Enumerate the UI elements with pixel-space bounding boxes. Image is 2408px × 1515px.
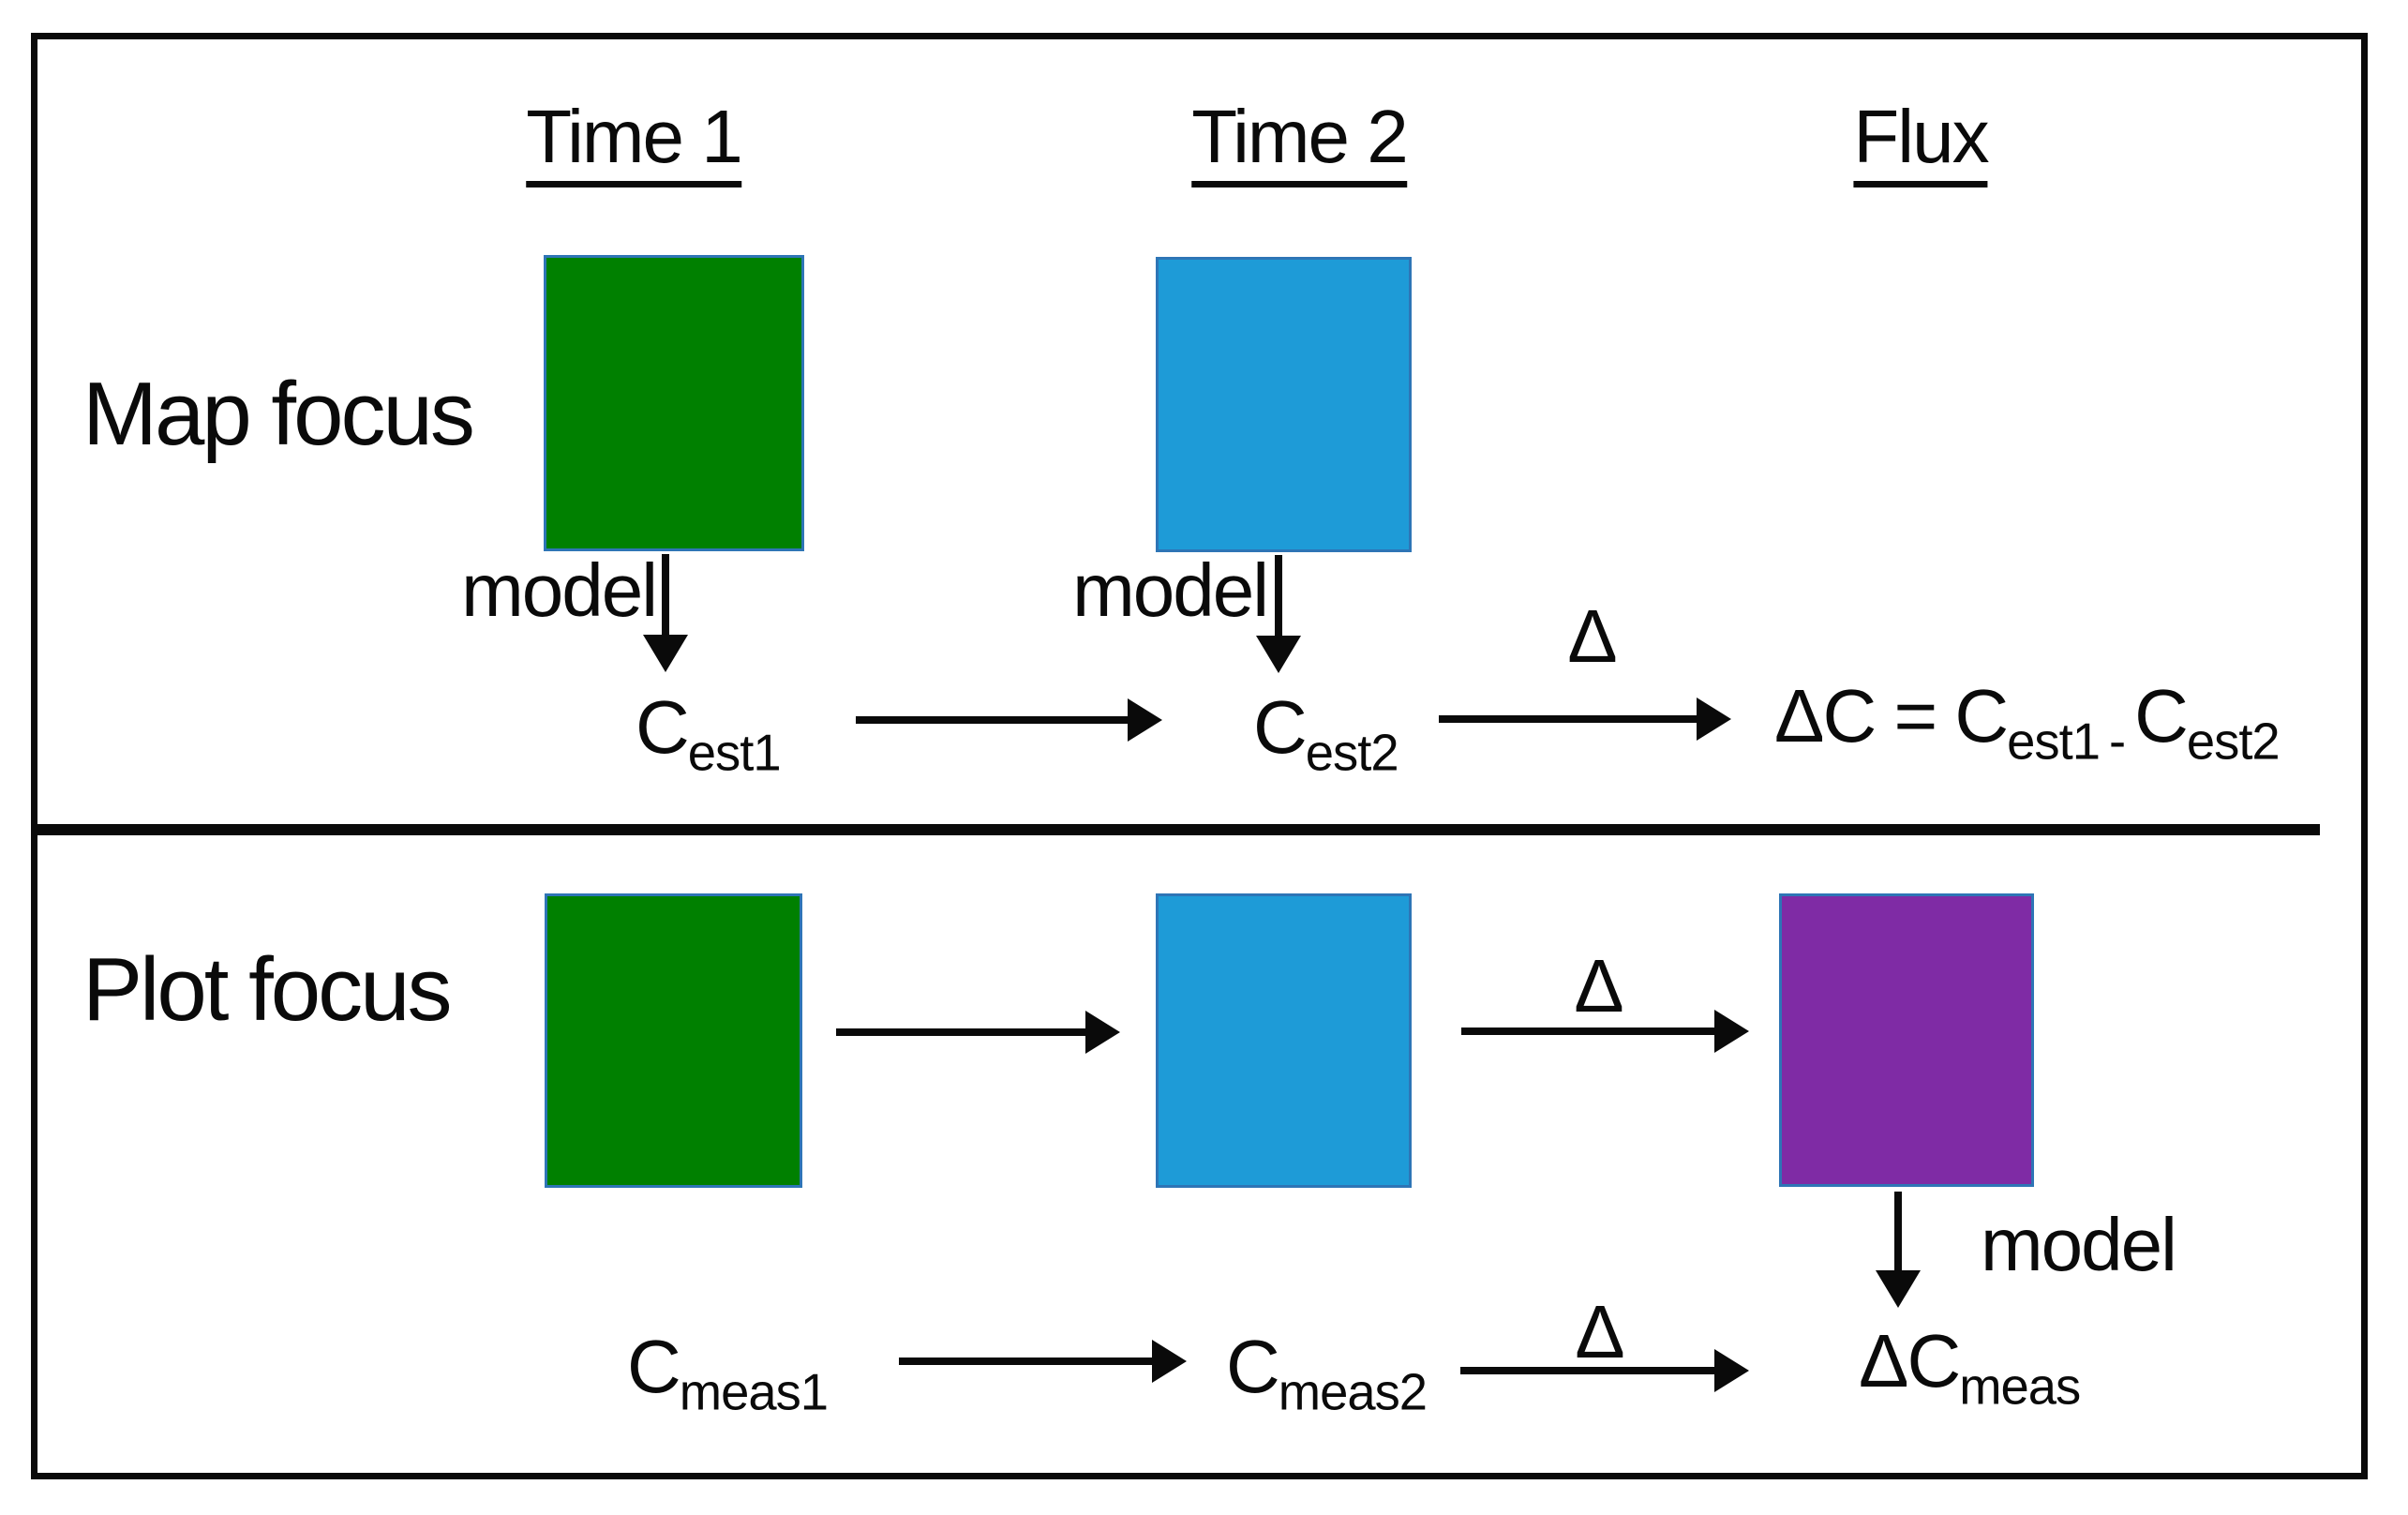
arrow-head xyxy=(1085,1011,1120,1054)
arrow-shaft xyxy=(856,716,1128,724)
cest1-label: Cest1 xyxy=(636,690,782,779)
delta-label-plot-meas: Δ xyxy=(1575,1290,1624,1373)
arrow-head xyxy=(1876,1270,1921,1308)
arrow-plot-time2-to-flux xyxy=(1461,1010,1749,1053)
flux-formula-sub2: est2 xyxy=(2186,712,2281,771)
flux-formula: ΔC = Cest1-Cest2 xyxy=(1774,679,2281,768)
cest1-base: C xyxy=(636,685,690,769)
cmeas2-label: Cmeas2 xyxy=(1226,1329,1428,1418)
flux-formula-sub1: est1 xyxy=(2007,712,2101,771)
dcmeas-label: ΔCmeas xyxy=(1859,1324,2081,1413)
arrow-shaft xyxy=(899,1358,1152,1365)
arrow-head xyxy=(1128,698,1162,742)
section-divider-line xyxy=(34,824,2320,835)
arrow-shaft xyxy=(1894,1192,1902,1270)
model-label-map-time1: model xyxy=(461,548,658,632)
column-header-time1: Time 1 xyxy=(526,99,743,188)
cest2-subscript: est2 xyxy=(1305,724,1399,782)
cmeas2-subscript: meas2 xyxy=(1278,1363,1428,1421)
arrow-cest1-to-cest2 xyxy=(856,698,1162,742)
plot-time2-square xyxy=(1156,893,1412,1188)
column-header-flux: Flux xyxy=(1853,99,1990,188)
cmeas1-label: Cmeas1 xyxy=(627,1329,829,1418)
cmeas1-base: C xyxy=(627,1325,681,1408)
arrow-plot-time1-to-time2 xyxy=(836,1011,1120,1054)
arrow-head xyxy=(1697,698,1731,741)
cest2-base: C xyxy=(1253,685,1308,769)
map-time2-square xyxy=(1156,257,1412,552)
arrow-head xyxy=(1714,1010,1749,1053)
arrow-shaft xyxy=(1461,1028,1714,1035)
model-label-plot-flux: model xyxy=(1981,1203,2177,1286)
cest1-subscript: est1 xyxy=(687,724,782,782)
flux-formula-base2: C xyxy=(2134,674,2189,758)
flux-formula-minus: - xyxy=(2108,712,2126,771)
cmeas2-base: C xyxy=(1226,1325,1280,1408)
model-arrow-map-time1 xyxy=(643,554,688,672)
map-time1-square xyxy=(544,255,804,551)
arrow-cmeas2-to-dcmeas xyxy=(1460,1349,1749,1392)
plot-flux-square xyxy=(1779,893,2034,1187)
dcmeas-base: ΔC xyxy=(1859,1319,1961,1402)
arrow-shaft xyxy=(1460,1367,1714,1374)
cmeas1-subscript: meas1 xyxy=(679,1363,829,1421)
arrow-head xyxy=(1256,636,1301,673)
cest2-label: Cest2 xyxy=(1253,690,1399,779)
delta-label-plot-squares: Δ xyxy=(1574,944,1623,1028)
row-label-plot-focus: Plot focus xyxy=(82,939,453,1040)
plot-time1-square xyxy=(545,893,802,1188)
arrow-shaft xyxy=(1439,715,1697,723)
arrow-cmeas1-to-cmeas2 xyxy=(899,1340,1187,1383)
model-arrow-plot-flux xyxy=(1876,1192,1921,1308)
arrow-head xyxy=(1152,1340,1187,1383)
dcmeas-subscript: meas xyxy=(1959,1358,2081,1416)
arrow-head xyxy=(643,635,688,672)
arrow-shaft xyxy=(1275,555,1282,636)
column-header-time2: Time 2 xyxy=(1191,99,1409,188)
model-label-map-time2: model xyxy=(1072,548,1269,632)
arrow-shaft xyxy=(836,1028,1085,1036)
arrow-shaft xyxy=(662,554,669,635)
model-arrow-map-time2 xyxy=(1256,555,1301,673)
outer-frame xyxy=(31,33,2368,1479)
delta-label-map: Δ xyxy=(1567,594,1617,678)
row-label-map-focus: Map focus xyxy=(82,364,475,464)
arrow-cest2-to-flux xyxy=(1439,698,1731,741)
flux-formula-lead: ΔC = C xyxy=(1774,674,2009,758)
arrow-head xyxy=(1714,1349,1749,1392)
